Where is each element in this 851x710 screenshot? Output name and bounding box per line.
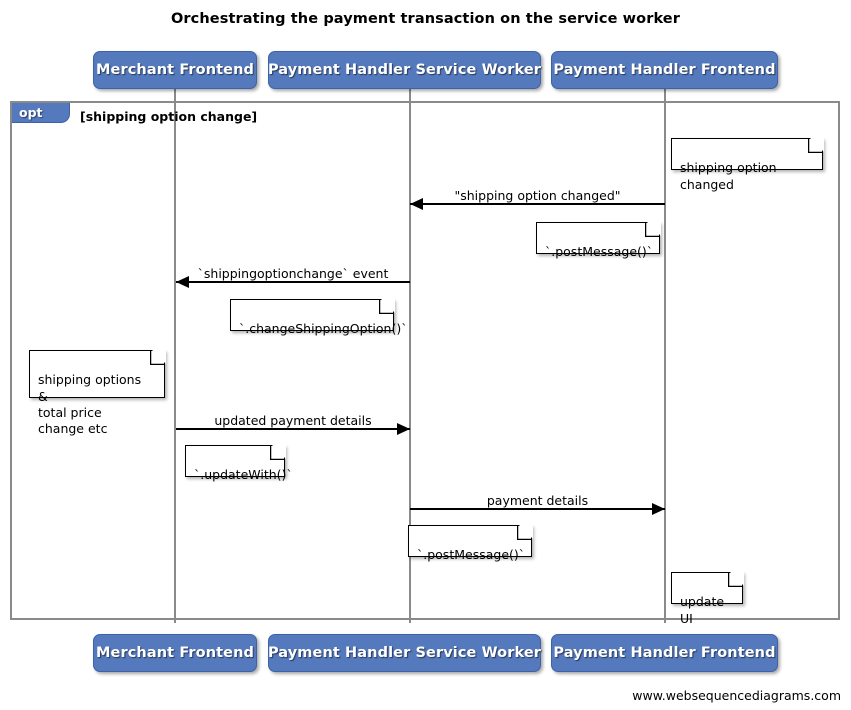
participant-label: Payment Handler Service Worker xyxy=(267,62,542,78)
message-label-shipping-option-changed: "shipping option changed" xyxy=(454,188,621,203)
note-fold-icon xyxy=(380,298,395,313)
note-post-message-1: `.postMessage()` xyxy=(536,221,661,259)
note-text: shipping options & total price change et… xyxy=(38,372,142,436)
message-line-shippingoptionchange-event xyxy=(176,281,410,283)
participant-payment-handler-frontend-top[interactable]: Payment Handler Frontend xyxy=(551,51,778,89)
arrowhead-left-shipping-option-changed xyxy=(410,198,423,210)
note-fold-icon xyxy=(729,571,744,586)
note-shipping-option-changed: shipping option changed xyxy=(671,137,824,192)
lifeline-payment-handler-service-worker xyxy=(409,88,411,623)
note-shipping-options-total-price: shipping options & total price change et… xyxy=(29,349,166,436)
participant-merchant-frontend-bottom[interactable]: Merchant Frontend xyxy=(93,634,257,672)
lifeline-payment-handler-frontend xyxy=(664,88,666,623)
diagram-title: Orchestrating the payment transaction on… xyxy=(171,11,680,27)
message-line-shipping-option-changed xyxy=(410,203,665,205)
note-fold-icon xyxy=(646,221,661,236)
note-change-shipping-option: `.changeShippingOption()` xyxy=(230,298,407,336)
note-post-message-2: `.postMessage()` xyxy=(408,524,533,562)
participant-label: Payment Handler Frontend xyxy=(553,62,776,78)
message-line-updated-payment-details xyxy=(176,428,410,430)
message-label-payment-details: payment details xyxy=(486,493,589,508)
opt-fragment-guard: [shipping option change] xyxy=(80,109,258,124)
participant-payment-handler-service-worker-top[interactable]: Payment Handler Service Worker xyxy=(268,51,541,89)
participant-merchant-frontend-top[interactable]: Merchant Frontend xyxy=(93,51,257,89)
note-fold-icon xyxy=(271,444,286,459)
note-update-ui: update UI xyxy=(671,571,744,626)
note-text: update UI xyxy=(680,594,725,626)
participant-payment-handler-frontend-bottom[interactable]: Payment Handler Frontend xyxy=(551,634,778,672)
note-fold-icon xyxy=(151,349,166,364)
participant-payment-handler-service-worker-bottom[interactable]: Payment Handler Service Worker xyxy=(268,634,541,672)
note-text: `.postMessage()` xyxy=(417,547,526,563)
note-fold-icon xyxy=(518,524,533,539)
message-label-updated-payment-details: updated payment details xyxy=(214,413,372,428)
note-text: `.postMessage()` xyxy=(545,244,654,260)
arrowhead-left-shippingoptionchange-event xyxy=(176,276,189,288)
arrowhead-right-updated-payment-details xyxy=(397,423,410,435)
note-text: `.changeShippingOption()` xyxy=(239,321,408,337)
opt-fragment-tag: opt xyxy=(12,103,70,123)
message-line-payment-details xyxy=(410,508,665,510)
opt-fragment-tag-label: opt xyxy=(19,105,43,120)
note-text: shipping option changed xyxy=(680,160,777,192)
participant-label: Merchant Frontend xyxy=(96,62,254,78)
lifeline-merchant-frontend xyxy=(174,88,176,623)
arrowhead-right-payment-details xyxy=(652,503,665,515)
credit-watermark: www.websequencediagrams.com xyxy=(632,688,841,703)
note-fold-icon xyxy=(809,137,824,152)
participant-label: Payment Handler Frontend xyxy=(553,645,776,661)
opt-fragment-frame xyxy=(10,101,840,620)
message-label-shippingoptionchange-event: `shippingoptionchange` event xyxy=(197,266,389,281)
note-update-with: `.updateWith()` xyxy=(185,444,293,482)
participant-label: Payment Handler Service Worker xyxy=(267,645,542,661)
participant-label: Merchant Frontend xyxy=(96,645,254,661)
note-text: `.updateWith()` xyxy=(194,467,293,483)
